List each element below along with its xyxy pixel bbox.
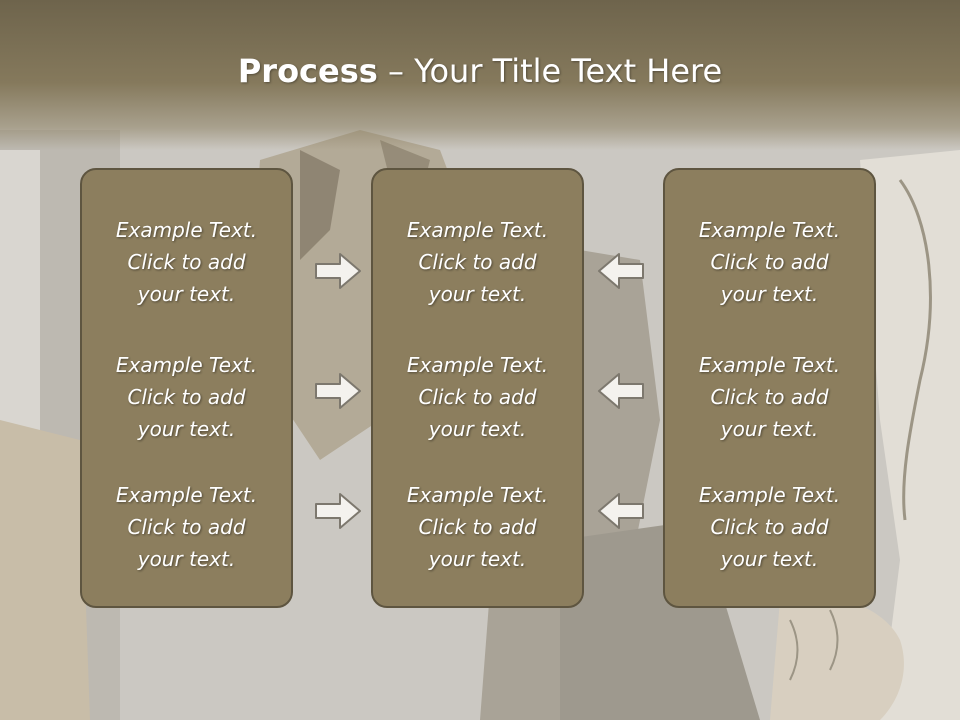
text-line: Example Text. [406,483,549,507]
title-bar [0,0,960,150]
text-block[interactable]: Example Text. Click to add your text. [82,214,291,310]
text-line: Click to add [418,385,537,409]
text-block[interactable]: Example Text. Click to add your text. [665,349,874,445]
arrow-right-icon [315,373,361,409]
text-line: Click to add [710,385,829,409]
text-line: Click to add [127,385,246,409]
arrow-left-icon [598,373,644,409]
text-line: Example Text. [698,483,841,507]
text-block[interactable]: Example Text. Click to add your text. [82,479,291,575]
text-line: your text. [720,417,819,441]
text-line: Example Text. [406,218,549,242]
text-line: your text. [428,417,527,441]
process-box-right[interactable]: Example Text. Click to add your text. Ex… [663,168,876,608]
text-line: your text. [428,547,527,571]
arrow-left-icon [598,493,644,529]
text-line: Click to add [710,250,829,274]
text-line: Example Text. [406,353,549,377]
text-block[interactable]: Example Text. Click to add your text. [373,349,582,445]
slide-title[interactable]: Process – Your Title Text Here [0,52,960,90]
text-line: your text. [720,547,819,571]
text-line: Example Text. [115,483,258,507]
text-line: Example Text. [698,218,841,242]
text-line: Click to add [418,250,537,274]
process-box-middle[interactable]: Example Text. Click to add your text. Ex… [371,168,584,608]
text-block[interactable]: Example Text. Click to add your text. [665,214,874,310]
text-line: Example Text. [115,218,258,242]
text-line: Click to add [710,515,829,539]
text-line: Click to add [127,250,246,274]
text-line: Click to add [127,515,246,539]
text-line: Example Text. [115,353,258,377]
text-line: your text. [137,417,236,441]
text-line: your text. [720,282,819,306]
text-block[interactable]: Example Text. Click to add your text. [82,349,291,445]
text-block[interactable]: Example Text. Click to add your text. [373,214,582,310]
text-line: your text. [137,282,236,306]
text-line: your text. [137,547,236,571]
text-line: Click to add [418,515,537,539]
arrow-right-icon [315,253,361,289]
text-line: your text. [428,282,527,306]
text-block[interactable]: Example Text. Click to add your text. [373,479,582,575]
text-block[interactable]: Example Text. Click to add your text. [665,479,874,575]
text-line: Example Text. [698,353,841,377]
title-rest: – Your Title Text Here [377,52,723,90]
arrow-right-icon [315,493,361,529]
title-bold: Process [237,52,378,90]
process-box-left[interactable]: Example Text. Click to add your text. Ex… [80,168,293,608]
arrow-left-icon [598,253,644,289]
